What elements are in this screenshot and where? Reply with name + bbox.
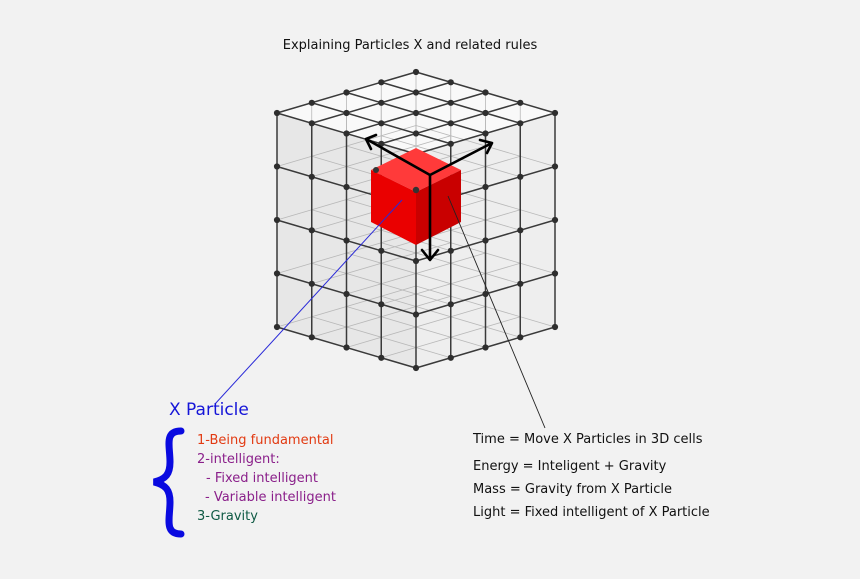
diagram-title: Explaining Particles X and related rules (282, 38, 538, 53)
grid-node (517, 173, 524, 180)
brace-icon (153, 427, 185, 538)
grid-node (551, 323, 559, 331)
grid-node (273, 323, 281, 331)
grid-node (343, 237, 350, 244)
grid-node (343, 183, 350, 191)
grid-node (447, 99, 454, 106)
grid-node (378, 247, 385, 254)
grid-node (378, 301, 385, 308)
grid-node (551, 216, 559, 224)
grid-node (343, 130, 350, 137)
definition-light: Light = Fixed intelligent of X Particle (473, 505, 710, 520)
grid-node (308, 120, 315, 127)
grid-node (482, 89, 489, 96)
grid-node (447, 140, 454, 147)
grid-node (308, 280, 315, 287)
grid-cube-nodes (273, 68, 559, 372)
red-cube-left (371, 170, 416, 245)
grid-node (551, 270, 559, 277)
grid-node (343, 89, 350, 96)
grid-node (517, 99, 524, 106)
rule-gravity: 3-Gravity (197, 509, 258, 524)
grid-node (308, 334, 315, 341)
grid-node (412, 364, 420, 372)
definition-time: Time = Move X Particles in 3D cells (473, 432, 703, 447)
x-particle-red-cube (371, 148, 461, 245)
grid-node (273, 163, 281, 170)
x-particle-pointer-line (214, 199, 403, 405)
rule-being-fundamental: 1-Being fundamental (197, 433, 334, 448)
grid-node (412, 109, 420, 117)
grid-node (343, 290, 350, 298)
grid-node (378, 120, 385, 127)
grid-node (517, 227, 524, 234)
grid-node (412, 68, 420, 76)
grid-node (378, 79, 385, 86)
grid-node (551, 163, 559, 170)
grid-node (517, 120, 524, 127)
rule-intelligent: 2-intelligent: (197, 452, 280, 467)
grid-node (482, 130, 489, 137)
grid-node (517, 334, 524, 341)
grid-node (273, 109, 281, 117)
grid-node (447, 120, 454, 127)
grid-node (412, 130, 420, 137)
grid-node (343, 109, 350, 117)
grid-node (482, 109, 489, 117)
time-pointer-line (447, 195, 546, 429)
grid-node (412, 257, 420, 265)
grid-node (378, 99, 385, 106)
grid-node (482, 237, 489, 244)
grid-node (378, 354, 385, 361)
grid-node (447, 247, 454, 254)
grid-node (447, 79, 454, 86)
grid-node (308, 173, 315, 180)
grid-node (308, 227, 315, 234)
grid-node (447, 301, 454, 308)
red-cube-right (416, 170, 461, 245)
rule-variable-intelligent: - Variable intelligent (205, 490, 336, 505)
grid-node (482, 290, 489, 298)
grid-node (551, 109, 559, 117)
grid-node (517, 280, 524, 287)
grid-node (482, 344, 489, 351)
x-particle-heading: X Particle (169, 400, 249, 420)
grid-node (343, 344, 350, 351)
definition-mass: Mass = Gravity from X Particle (473, 482, 672, 497)
grid-node (447, 354, 454, 361)
grid-node (482, 183, 489, 191)
grid-node (412, 311, 420, 318)
grid-node (273, 270, 281, 277)
grid-node (273, 216, 281, 224)
definition-energy: Energy = Inteligent + Gravity (473, 459, 667, 474)
direction-arrows (364, 133, 494, 262)
grid-node (412, 89, 420, 96)
rule-fixed-intelligent: - Fixed intelligent (206, 471, 319, 486)
grid-node (308, 99, 315, 106)
